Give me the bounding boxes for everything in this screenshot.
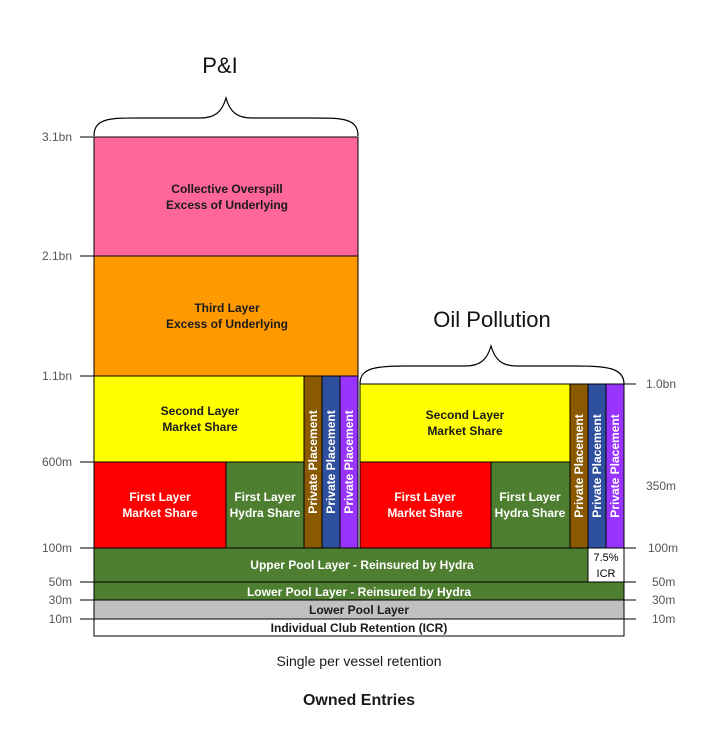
third-layer — [93, 255, 359, 377]
axis-label-right-100m: 100m — [648, 541, 678, 555]
axis-label-1-1bn: 1.1bn — [42, 369, 72, 383]
oil-first-hydra-label-2: Hydra Share — [495, 506, 566, 520]
oil-first-market-label-1: First Layer — [394, 490, 456, 504]
pi-second-layer-label-1: Second Layer — [161, 404, 240, 418]
left-axis-labels: 3.1bn 2.1bn 1.1bn 600m 100m 50m 30m 10m — [42, 130, 72, 626]
oil-first-market-label-2: Market Share — [387, 506, 463, 520]
right-axis — [624, 383, 636, 620]
collective-overspill-label-2: Excess of Underlying — [166, 198, 288, 212]
oil-second-layer-label-1: Second Layer — [426, 408, 505, 422]
axis-label-right-10m: 10m — [652, 612, 675, 626]
pi-first-market-label-2: Market Share — [122, 506, 198, 520]
owned-entries-caption: Owned Entries — [303, 692, 415, 709]
retention-caption: Single per vessel retention — [277, 653, 442, 669]
axis-label-right-1-0bn: 1.0bn — [646, 377, 676, 391]
axis-label-3-1bn: 3.1bn — [42, 130, 72, 144]
individual-club-retention-layer — [93, 618, 625, 637]
upper-pool-label: Upper Pool Layer - Reinsured by Hydra — [250, 558, 474, 572]
oil-first-layer-hydra-share — [490, 461, 571, 549]
third-layer-label-1: Third Layer — [194, 301, 260, 315]
pi-private-placement-label-2: Private Placement — [324, 410, 338, 513]
icr-layer-label: Individual Club Retention (ICR) — [271, 621, 448, 635]
oil-pollution-heading: Oil Pollution — [433, 307, 550, 332]
left-axis — [80, 136, 94, 620]
collective-overspill-label-1: Collective Overspill — [171, 182, 282, 196]
oil-private-placement-label-3: Private Placement — [608, 414, 622, 517]
icr-box — [587, 547, 625, 583]
oil-first-layer-market-share — [359, 461, 492, 549]
upper-pool-layer — [93, 547, 589, 583]
axis-label-600m: 600m — [42, 455, 72, 469]
pi-second-layer — [93, 375, 305, 463]
third-layer-label-2: Excess of Underlying — [166, 317, 288, 331]
oil-private-placement-label-1: Private Placement — [572, 414, 586, 517]
axis-label-100m: 100m — [42, 541, 72, 555]
right-axis-labels: 1.0bn 350m 100m 50m 30m 10m — [646, 377, 678, 626]
oil-pollution-brace — [359, 343, 625, 385]
lower-pool-reinsured-label: Lower Pool Layer - Reinsured by Hydra — [247, 585, 471, 599]
collective-overspill-layer — [93, 136, 359, 257]
pi-first-hydra-label-2: Hydra Share — [230, 506, 301, 520]
axis-label-2-1bn: 2.1bn — [42, 249, 72, 263]
pi-layers — [93, 136, 359, 549]
oil-second-layer-label-2: Market Share — [427, 424, 503, 438]
oil-private-placement-label-2: Private Placement — [590, 414, 604, 517]
oil-layers — [359, 383, 625, 549]
icr-box-label-1: 7.5% — [593, 552, 618, 564]
pi-heading: P&I — [202, 53, 237, 78]
pi-first-market-label-1: First Layer — [129, 490, 191, 504]
pi-brace — [93, 95, 359, 137]
pi-second-layer-label-2: Market Share — [162, 420, 238, 434]
oil-first-hydra-label-1: First Layer — [499, 490, 561, 504]
axis-label-10m: 10m — [49, 612, 72, 626]
icr-box-label-2: ICR — [597, 568, 616, 580]
pi-first-hydra-label-1: First Layer — [234, 490, 296, 504]
axis-label-50m: 50m — [49, 575, 72, 589]
axis-label-right-30m: 30m — [652, 593, 675, 607]
pi-private-placement-label-1: Private Placement — [306, 410, 320, 513]
axis-label-right-350m: 350m — [646, 479, 676, 493]
pi-first-layer-hydra-share — [225, 461, 305, 549]
pi-first-layer-market-share — [93, 461, 227, 549]
pool-layers — [93, 547, 625, 637]
axis-label-30m: 30m — [49, 593, 72, 607]
lower-pool-label: Lower Pool Layer — [309, 603, 409, 617]
axis-label-right-50m: 50m — [652, 575, 675, 589]
pi-private-placement-label-3: Private Placement — [342, 410, 356, 513]
oil-second-layer — [359, 383, 571, 463]
